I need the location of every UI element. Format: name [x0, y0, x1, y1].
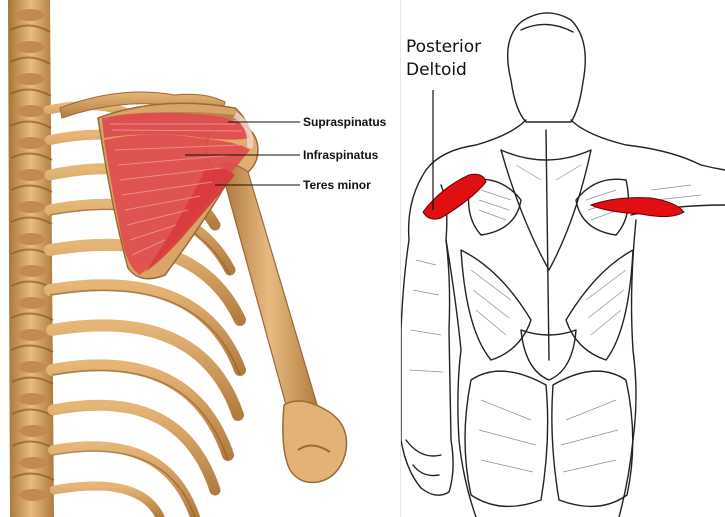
posterior-label: Posterior — [406, 37, 481, 57]
infraspinatus-label: Infraspinatus — [303, 148, 379, 162]
supraspinatus-label: Supraspinatus — [303, 115, 387, 129]
posterior-deltoid-illustration: Posterior Deltoid — [401, 0, 725, 517]
posterior-deltoid-right — [591, 198, 684, 217]
spine — [8, 0, 54, 517]
deltoid-label: Deltoid — [406, 60, 467, 80]
torso-outline — [401, 13, 725, 517]
rotator-cuff-illustration: Supraspinatus Infraspinatus Teres minor — [0, 0, 401, 517]
back-muscles-svg: Posterior Deltoid — [401, 0, 725, 517]
skeleton-svg: Supraspinatus Infraspinatus Teres minor — [0, 0, 400, 517]
teres-minor-label: Teres minor — [303, 178, 371, 192]
